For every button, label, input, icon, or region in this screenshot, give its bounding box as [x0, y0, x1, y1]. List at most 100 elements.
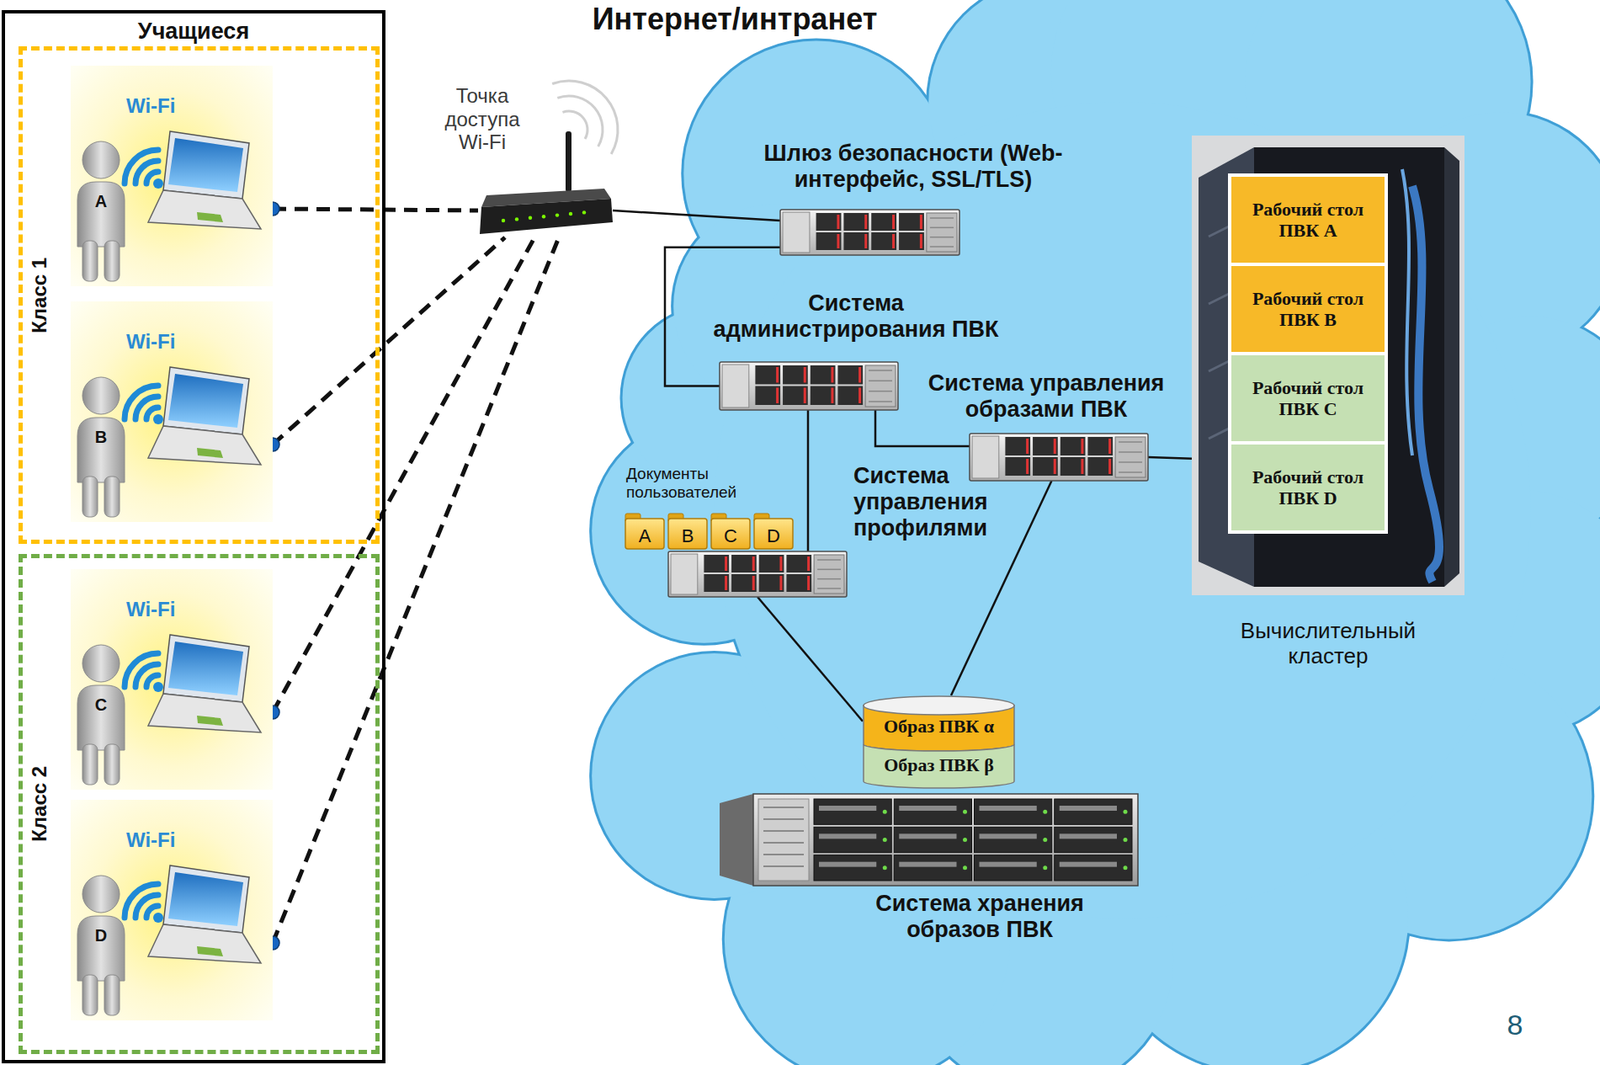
router-led — [515, 217, 519, 221]
text-slot: Рабочий стол ПВК B — [1236, 287, 1380, 331]
radio-wave — [557, 95, 603, 147]
disk-handle — [979, 833, 1037, 839]
storage-array: Система хранения образов ПВКОбраз ПВК αО… — [719, 695, 1138, 886]
disk-handle — [818, 805, 877, 811]
folder-icon — [668, 518, 707, 549]
vent-line — [868, 400, 893, 403]
disk-bay — [1054, 798, 1133, 824]
student-letter: A — [84, 191, 118, 212]
drive-led — [776, 388, 779, 404]
system-label: Система управления образами ПВК — [907, 370, 1186, 423]
cloud-lobe — [714, 101, 1531, 919]
router-led — [568, 212, 573, 216]
drive-bay — [1004, 457, 1031, 476]
vent-line — [763, 841, 804, 844]
desktop-box: Рабочий стол ПВК D — [1231, 444, 1385, 531]
disk-handle — [898, 833, 957, 839]
image-band: Образ ПВК β — [862, 744, 1016, 788]
text-slot: Шлюз безопасности (Web-интерфейс, SSL/TL… — [719, 140, 1107, 193]
connector — [272, 237, 535, 713]
drive-bay — [810, 365, 836, 385]
wifi-label: Wi-Fi — [126, 329, 202, 354]
drive-bay — [731, 554, 757, 573]
person-leg — [104, 476, 120, 517]
drive-led — [864, 233, 867, 249]
person-leg — [82, 974, 98, 1016]
student-panel: Wi-FiD — [70, 799, 273, 1021]
laptop-base — [148, 190, 261, 229]
connector — [757, 596, 863, 722]
desktop-label: Рабочий стол ПВК A — [1236, 198, 1380, 242]
drive-bay — [871, 212, 897, 231]
server-vent — [1115, 436, 1146, 478]
drive-led — [1080, 458, 1084, 474]
text-slot: Wi-Fi — [126, 828, 202, 852]
server-vent — [926, 212, 957, 252]
person-head — [82, 141, 120, 179]
photo-background — [1191, 135, 1465, 596]
drive-led — [779, 575, 782, 591]
class-box: Класс 1Wi-FiAWi-FiB — [18, 46, 380, 544]
drive-led — [836, 214, 840, 229]
disk-led — [882, 809, 888, 814]
person-leg — [82, 476, 98, 517]
drive-bay — [810, 386, 836, 406]
disk-bay — [1054, 826, 1133, 852]
person-body — [77, 685, 125, 750]
person-leg — [82, 240, 98, 282]
router-led — [542, 214, 546, 218]
disk-bay — [813, 826, 892, 852]
disk-bay — [813, 798, 892, 824]
drive-led — [864, 214, 867, 229]
drive-led — [807, 575, 810, 591]
desktop-box: Рабочий стол ПВК B — [1231, 265, 1385, 352]
person-head — [82, 644, 120, 682]
folder-icon — [711, 518, 750, 549]
desktop-label: Рабочий стол ПВК D — [1236, 466, 1380, 510]
drive-led — [776, 366, 779, 383]
disk-handle — [818, 833, 877, 839]
drive-led — [1053, 458, 1057, 474]
laptop-screen — [168, 138, 244, 192]
drive-bay — [837, 386, 863, 406]
text-slot: Точка доступа Wi-Fi — [431, 84, 533, 155]
wifi-dot — [153, 414, 164, 425]
drive-led — [803, 366, 807, 383]
person-leg — [104, 240, 120, 282]
drive-bay — [843, 232, 869, 250]
wifi-label: Wi-Fi — [126, 597, 202, 622]
drive-led — [919, 233, 923, 249]
image-label: Образ ПВК β — [866, 754, 1011, 776]
drive-bay — [1087, 436, 1113, 456]
drive-bay — [837, 365, 863, 385]
text-slot: Образ ПВК α — [866, 715, 1011, 737]
router-led — [582, 210, 586, 214]
drive-bay — [754, 365, 781, 385]
array-front — [753, 793, 1138, 886]
disk-led — [1042, 837, 1048, 842]
array-side — [719, 793, 754, 886]
disk-led — [962, 865, 968, 870]
cluster-rack: Вычислительный кластерРабочий стол ПВК A… — [1191, 135, 1465, 596]
router-antenna — [565, 131, 572, 192]
laptop-screen — [168, 871, 244, 926]
rack-decor — [1402, 169, 1413, 456]
text-slot: D — [754, 525, 793, 547]
disk-led — [1123, 865, 1128, 870]
drive-led — [1080, 438, 1084, 454]
text-slot: Рабочий стол ПВК D — [1236, 466, 1380, 510]
server-chassis — [969, 433, 1149, 481]
laptop-base — [148, 924, 261, 963]
student-letter: C — [84, 695, 118, 715]
server-panel — [670, 553, 698, 595]
vent-line — [763, 829, 804, 832]
disk-led — [1042, 809, 1048, 814]
desktop-label: Рабочий стол ПВК B — [1236, 287, 1380, 331]
drive-bay — [786, 554, 812, 573]
text-slot: Система управления профилями — [853, 462, 1022, 542]
group-title: Учащиеся — [5, 18, 383, 45]
disk-led — [1123, 837, 1128, 842]
vent-line — [763, 865, 804, 867]
vent-line — [1118, 451, 1143, 453]
laptop-lid — [163, 865, 250, 933]
